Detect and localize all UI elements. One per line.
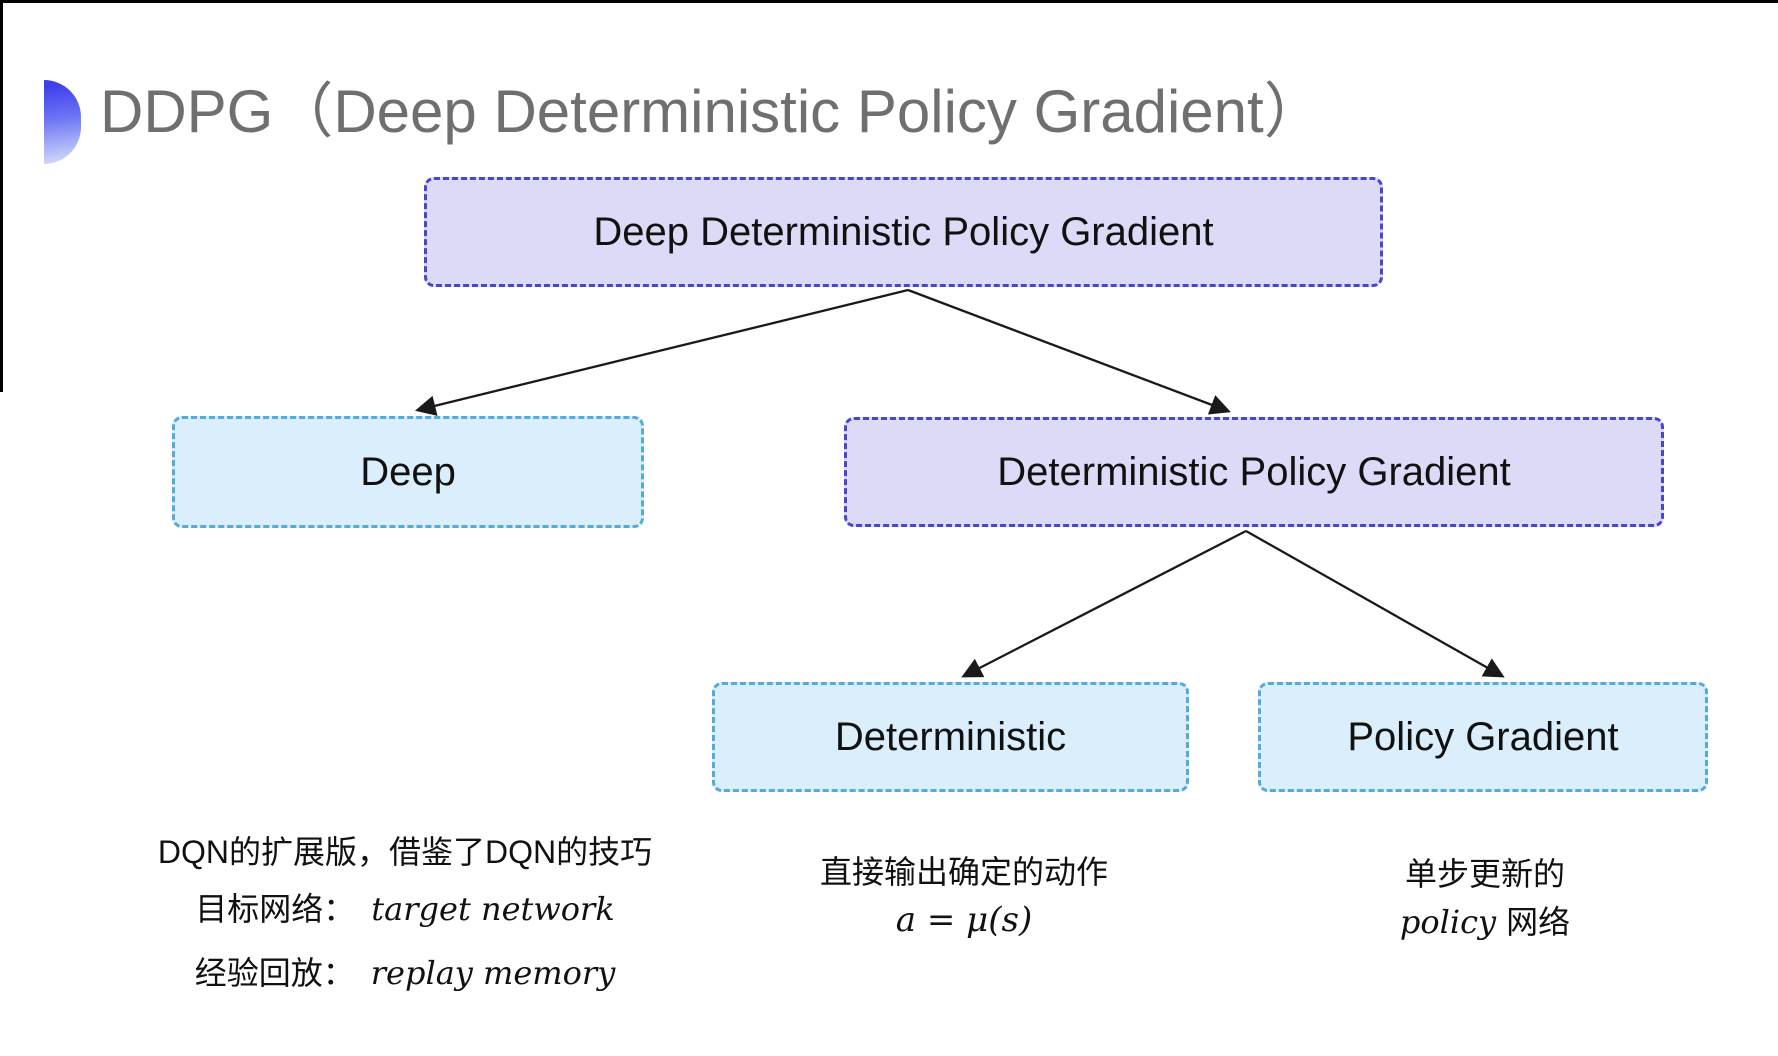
note-deep-line3: 经验回放： replay memory — [120, 952, 690, 994]
note-deep-line2-label: 目标网络： — [195, 891, 356, 927]
frame-top-border — [0, 0, 1778, 3]
note-deep-line3-label: 经验回放： — [194, 955, 355, 991]
node-deep-label: Deep — [360, 449, 456, 494]
page-title: DDPG（Deep Deterministic Policy Gradient） — [100, 78, 1324, 145]
arrow-dpg-to-deterministic — [961, 529, 1247, 678]
note-deterministic-line1: 直接输出确定的动作 — [819, 854, 1108, 890]
node-deterministic-label: Deterministic — [834, 714, 1067, 759]
node-deep: Deep — [172, 416, 644, 528]
note-deep-line2: 目标网络： target network — [120, 888, 690, 930]
node-deterministic: Deterministic — [712, 682, 1189, 792]
node-policy-gradient-label: Policy Gradient — [1347, 714, 1619, 759]
node-dpg: Deterministic Policy Gradient — [844, 417, 1664, 527]
note-policy-gradient-term: policy — [1399, 903, 1497, 941]
note-deterministic-formula: a = μ(s) — [895, 900, 1033, 940]
note-deterministic: 直接输出确定的动作 a = μ(s) — [738, 851, 1190, 941]
node-policy-gradient: Policy Gradient — [1258, 682, 1708, 792]
arrow-dpg-to-policy-gradient — [1245, 529, 1505, 678]
arrow-root-to-dpg — [907, 288, 1231, 415]
note-deep: DQN的扩展版，借鉴了DQN的技巧 目标网络： target network 经验… — [120, 831, 690, 994]
node-root: Deep Deterministic Policy Gradient — [424, 177, 1383, 287]
note-policy-gradient-line1: 单步更新的 — [1404, 856, 1565, 892]
note-deep-line3-term: replay memory — [370, 954, 616, 992]
arrow-root-to-deep — [414, 288, 909, 416]
node-dpg-label: Deterministic Policy Gradient — [997, 449, 1511, 494]
note-deep-line2-term: target network — [371, 890, 615, 928]
note-deep-line1: DQN的扩展版，借鉴了DQN的技巧 — [157, 834, 653, 870]
title-bullet-icon — [44, 80, 81, 164]
note-policy-gradient-rest: 网络 — [1506, 904, 1571, 940]
frame-left-border — [0, 0, 3, 392]
node-root-label: Deep Deterministic Policy Gradient — [593, 209, 1214, 254]
